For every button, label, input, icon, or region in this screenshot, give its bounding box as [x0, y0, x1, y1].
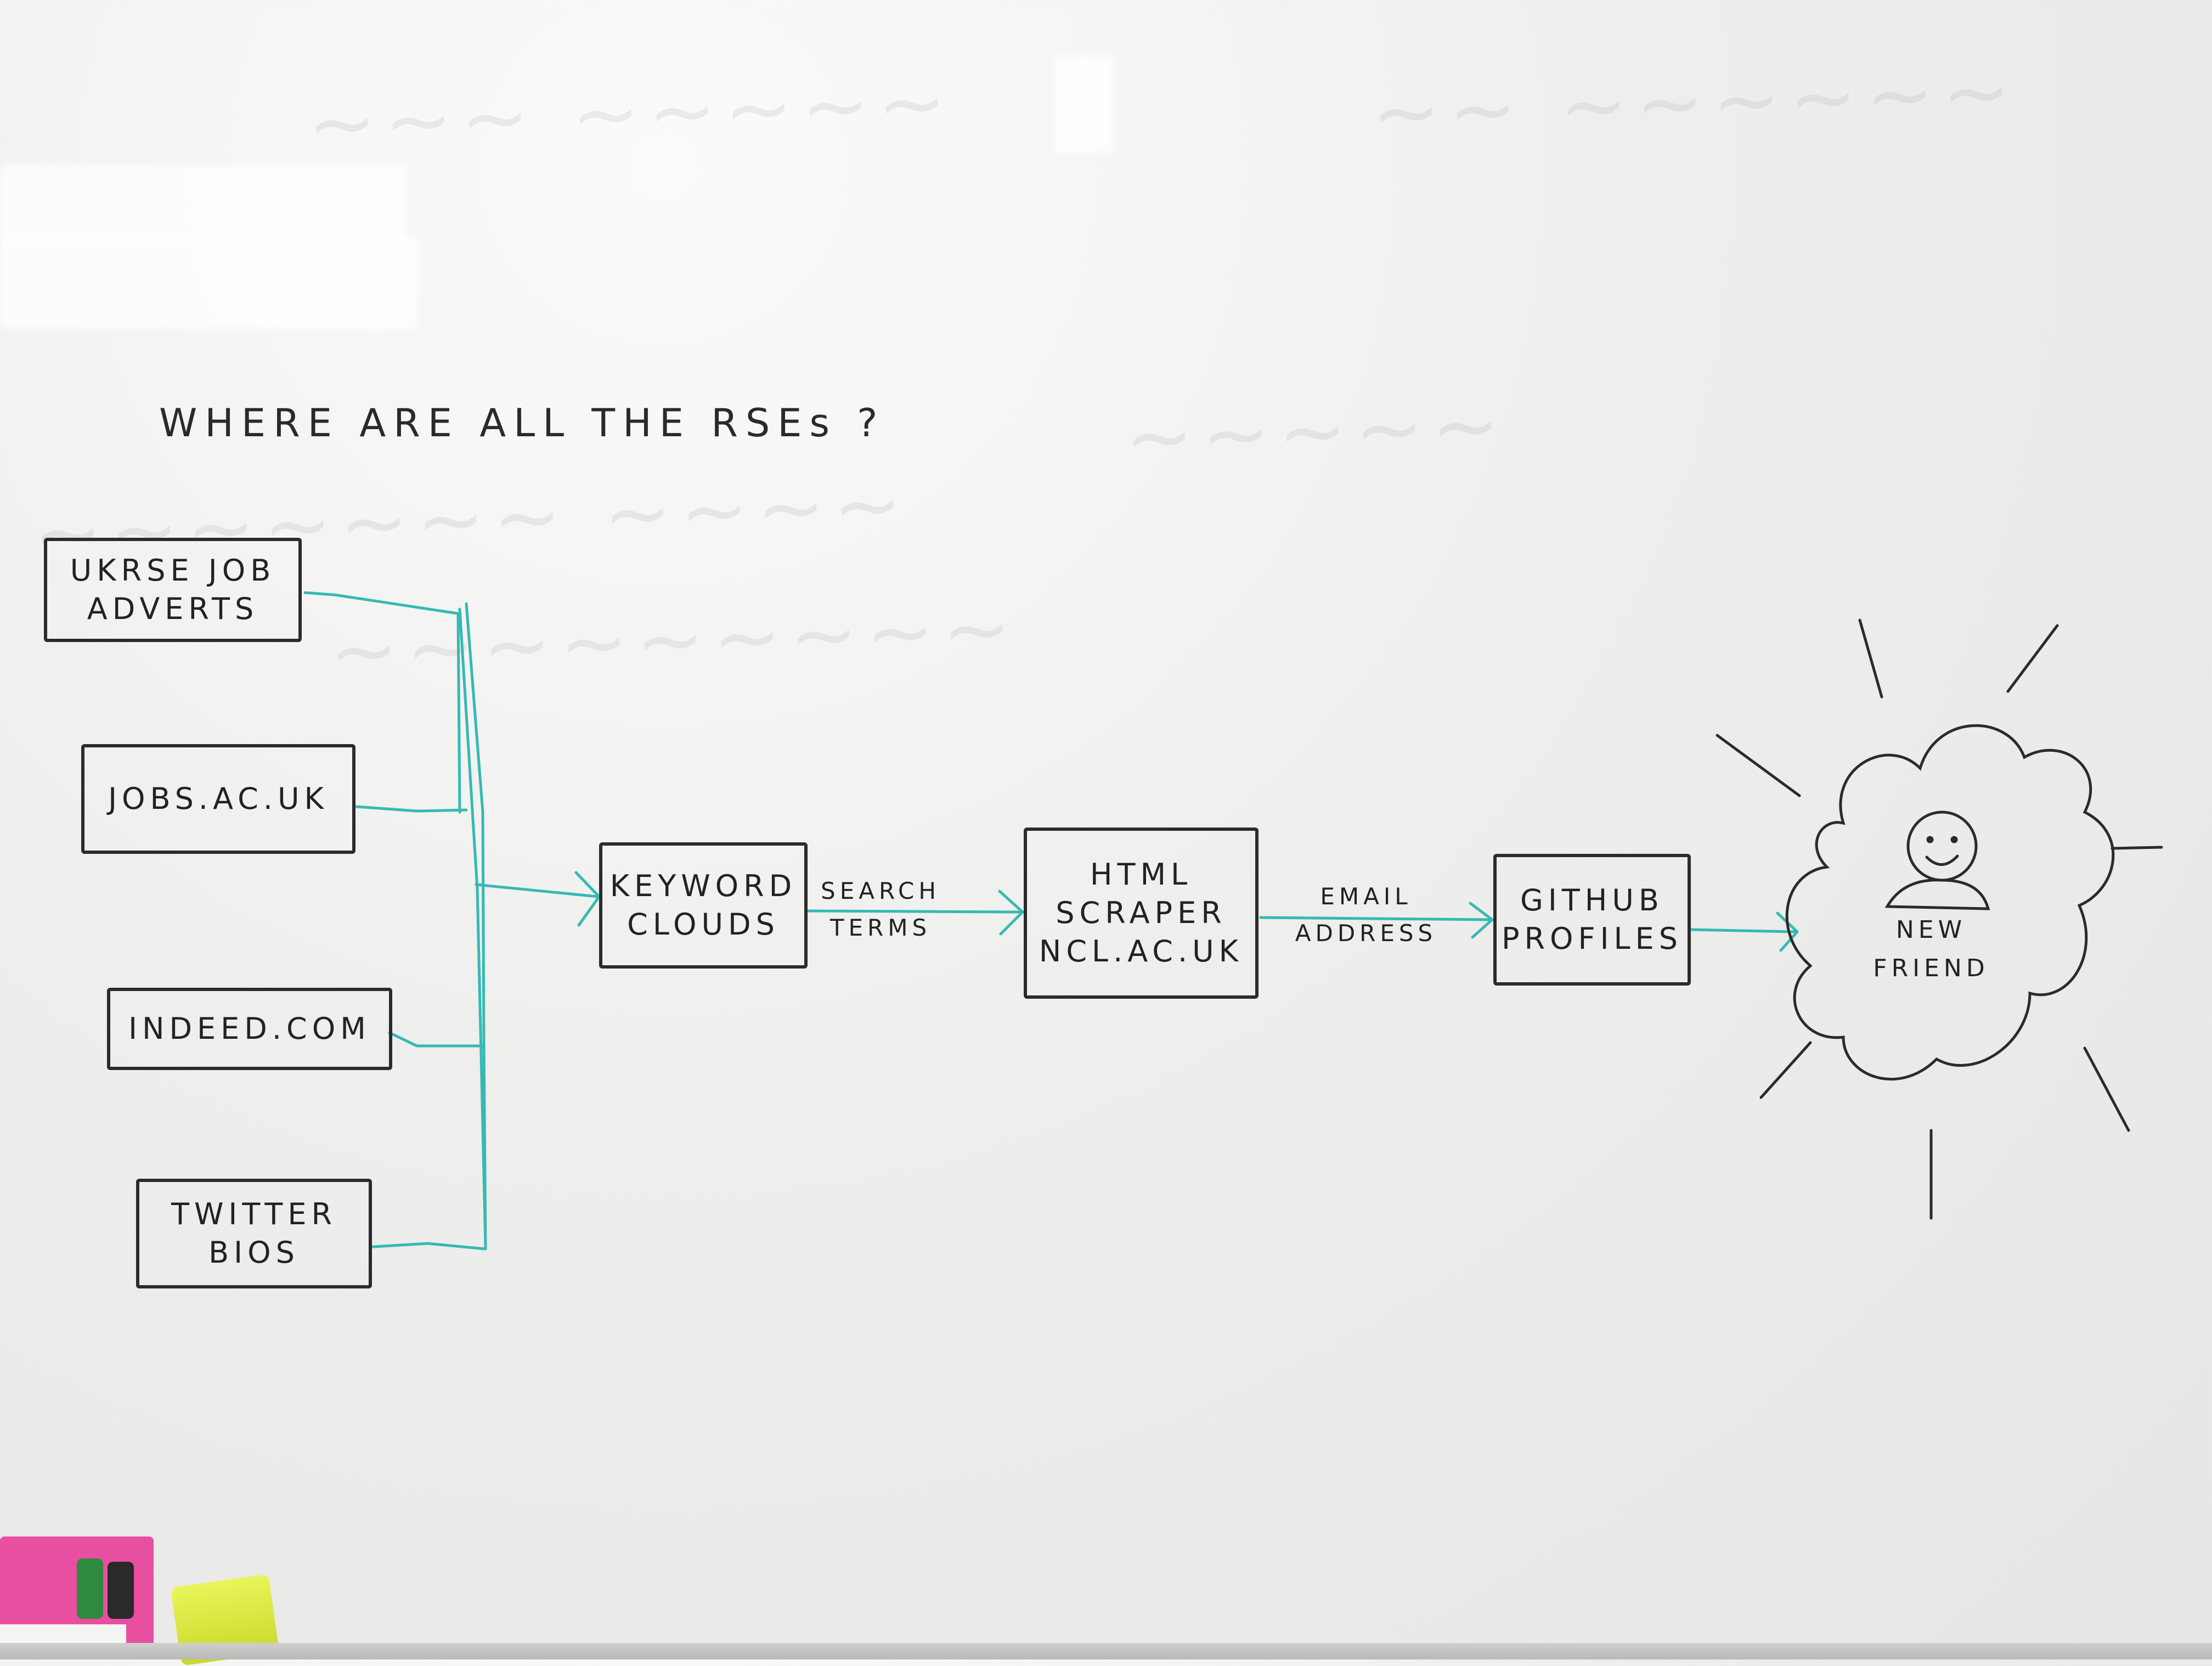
ray-2: [2006, 624, 2059, 693]
connector-trunk: [458, 607, 487, 1247]
search-terms-line: SEARCH: [821, 877, 940, 904]
source-jobs-ac-uk: JOBS.AC.UK: [81, 744, 356, 854]
source-ukrse-line: UKRSE JOB: [70, 553, 276, 588]
source-twitter-line: TWITTER: [171, 1196, 337, 1231]
source-ukrse-job-adverts: UKRSE JOB ADVERTS: [44, 538, 302, 642]
arrow-search-terms: [806, 909, 1022, 914]
diagram-title: WHERE ARE ALL THE RSEs ?: [159, 401, 885, 446]
email-address-line: ADDRESS: [1295, 920, 1437, 947]
ray-3: [1716, 734, 1801, 797]
new-friend-line: FRIEND: [1873, 954, 1989, 983]
source-indeed-line: INDEED.COM: [128, 1011, 371, 1046]
source-ukrse-line: ADVERTS: [87, 592, 259, 626]
arrow-new-friend: [1688, 928, 1796, 933]
github-profiles-line: PROFILES: [1501, 921, 1683, 956]
glare-2: [0, 236, 417, 329]
email-address-line: EMAIL: [1320, 883, 1412, 910]
search-terms-line: TERMS: [830, 914, 932, 942]
glare-3: [1053, 55, 1114, 154]
keyword-clouds-box: KEYWORD CLOUDS: [599, 842, 808, 969]
arrow-to-keyword-clouds: [475, 883, 600, 898]
person-body: [1884, 879, 1990, 910]
whiteboard-ledge: [0, 1643, 2212, 1659]
arrowhead-scraper: [998, 890, 1024, 936]
connector-twitter: [371, 602, 487, 1251]
black-marker: [108, 1562, 134, 1619]
connector-indeed: [388, 1031, 484, 1048]
green-marker: [77, 1558, 103, 1619]
html-scraper-line: HTML: [1090, 857, 1193, 892]
html-scraper-line: SCRAPER: [1056, 895, 1227, 930]
arrowhead-friend: [1776, 911, 1799, 952]
cloud-outline: [1785, 724, 2115, 1081]
source-twitter-line: BIOS: [208, 1235, 300, 1270]
keyword-clouds-line: KEYWORD: [610, 868, 797, 903]
ray-5: [1759, 1041, 1812, 1099]
edge-label-email-address: EMAIL ADDRESS: [1284, 878, 1448, 952]
arrowhead-github: [1469, 902, 1494, 939]
source-indeed-com: INDEED.COM: [107, 988, 392, 1070]
edge-label-search-terms: SEARCH TERMS: [817, 873, 944, 946]
ray-1: [1858, 618, 1883, 699]
arrow-email-address: [1259, 916, 1492, 921]
ray-6: [2083, 1046, 2130, 1132]
github-profiles-line: GITHUB: [1520, 882, 1664, 918]
glare-1: [0, 165, 406, 241]
html-scraper-line: NCL.AC.UK: [1039, 934, 1244, 969]
person-head: [1906, 811, 1978, 882]
ray-4: [2111, 846, 2163, 850]
connector-ukrse: [303, 591, 461, 814]
new-friend-line: NEW: [1895, 916, 1967, 944]
connector-jobs: [355, 805, 468, 813]
new-friend-label: NEW FRIEND: [1860, 911, 2002, 988]
source-twitter-bios: TWITTER BIOS: [136, 1179, 372, 1288]
keyword-clouds-line: CLOUDS: [627, 907, 780, 942]
source-jobs-line: JOBS.AC.UK: [108, 781, 329, 816]
